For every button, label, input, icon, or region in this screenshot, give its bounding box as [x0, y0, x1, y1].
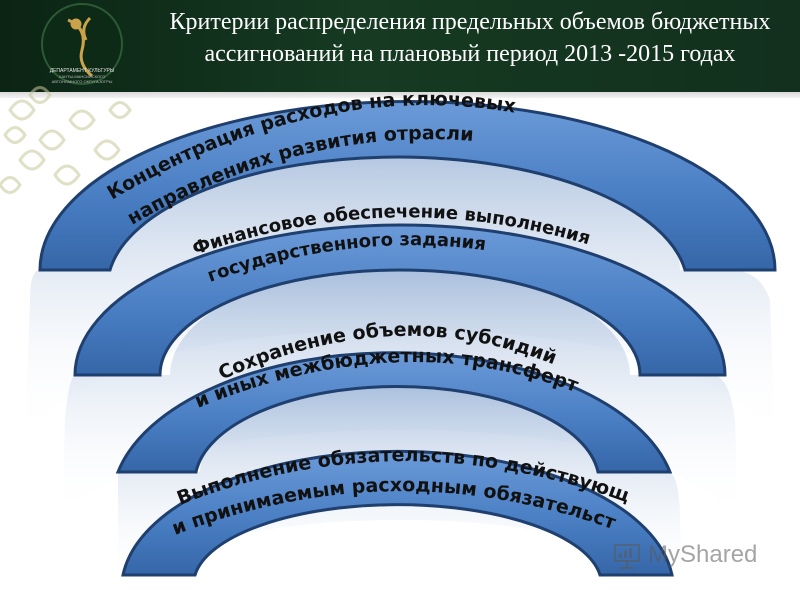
header-divider: [0, 92, 800, 98]
arc-4-band: [121, 449, 674, 577]
logo-text-3: АВТОНОМНОГО ОКРУГА-ЮГРЫ: [52, 79, 113, 84]
arc-4: [121, 449, 674, 577]
arc-3-band: [115, 351, 673, 474]
presentation-board-icon: [614, 544, 640, 569]
myshared-watermark: MyShared: [612, 535, 757, 575]
stylized-figure-logo-icon: [67, 16, 94, 78]
arc-1-band: [38, 100, 777, 272]
arc-2-band: [73, 223, 727, 377]
department-logo: ДЕПАРТАМЕНТ КУЛЬТУРЫ ХАНТЫ-МАНСИЙСКОГО А…: [28, 2, 136, 92]
slide-title-line-1: Критерии распределения предельных объемо…: [169, 9, 771, 35]
logo-text-2: ХАНТЫ-МАНСИЙСКОГО: [59, 74, 105, 79]
watermark-text: MyShared: [648, 541, 758, 568]
logo-text-1: ДЕПАРТАМЕНТ КУЛЬТУРЫ: [50, 68, 115, 74]
slide-title-line-2: ассигнований на плановый период 2013 -20…: [204, 41, 736, 67]
slide-title: Критерии распределения предельных объемо…: [150, 6, 790, 70]
slide-header: [0, 0, 800, 92]
